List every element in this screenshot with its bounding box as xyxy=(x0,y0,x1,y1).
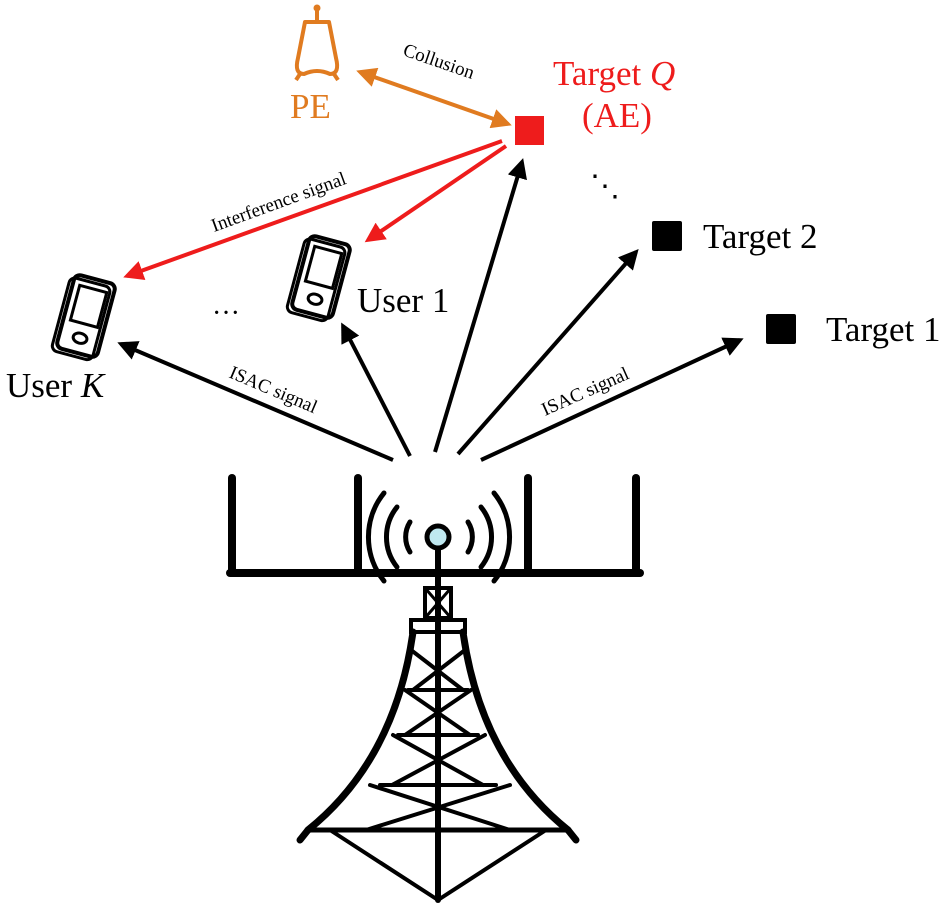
interference-arrow-user-k xyxy=(123,139,503,280)
targets-ellipsis: ⋱ xyxy=(590,170,620,203)
collusion-label: Collusion xyxy=(400,40,477,84)
users-ellipsis: ··· xyxy=(212,298,240,329)
user-k-phone-icon xyxy=(50,273,117,362)
isac-arrow-target-1 xyxy=(480,337,744,462)
target-q-role-label: (AE) xyxy=(582,96,652,135)
user-1-phone-icon xyxy=(285,234,352,323)
isac-arrow-user-k xyxy=(117,341,394,462)
isac-arrow-target-q xyxy=(433,158,527,453)
pe-label: PE xyxy=(290,87,331,126)
user-1-label: User 1 xyxy=(357,281,449,320)
collusion-arrow xyxy=(356,67,512,129)
user-k-label: User K xyxy=(6,366,106,405)
base-station-emitter-icon xyxy=(424,523,452,551)
target-1-square-icon xyxy=(766,314,796,344)
target-1-label: Target 1 xyxy=(826,310,941,349)
isac-arrow-user-1 xyxy=(341,322,412,457)
target-2-label: Target 2 xyxy=(703,217,818,256)
base-station-tower-icon xyxy=(226,474,644,903)
target-2-square-icon xyxy=(652,221,682,251)
interference-arrow-user-1 xyxy=(364,144,508,243)
isac-arrow-target-2 xyxy=(456,248,639,456)
target-q-label: Target Q xyxy=(553,54,675,93)
pe-antenna-icon xyxy=(294,4,340,82)
target-q-square-icon xyxy=(515,116,544,145)
